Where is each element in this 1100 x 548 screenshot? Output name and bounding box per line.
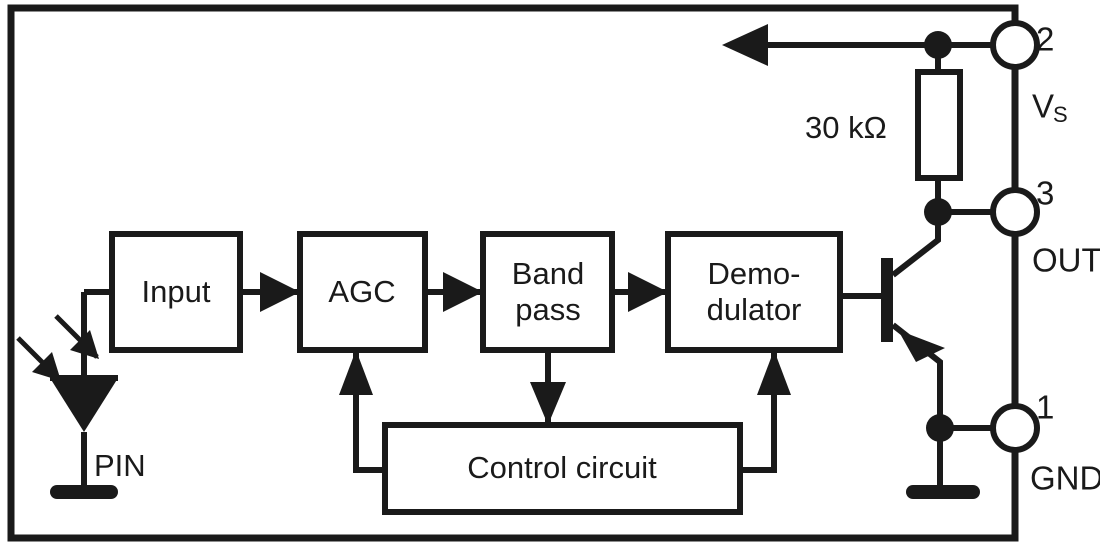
arrowhead-bandpass-to-control-icon bbox=[530, 382, 566, 425]
pin-3-number: 3 bbox=[1036, 175, 1054, 212]
resistor-value-label: 30 kΩ bbox=[805, 110, 887, 145]
photodiode-triangle-icon bbox=[50, 378, 118, 432]
pin-terminal-3[interactable] bbox=[990, 187, 1040, 237]
block-input-label: Input bbox=[142, 274, 211, 309]
block-demodulator-label-line2: dulator bbox=[707, 292, 802, 327]
pin-1-name: GND bbox=[1030, 460, 1100, 497]
pin-3-name: OUT bbox=[1032, 242, 1100, 279]
arrowhead-agc-to-bandpass-icon bbox=[443, 272, 483, 312]
pin-2-name-subscript: S bbox=[1053, 102, 1068, 127]
block-demodulator-label-line1: Demo- bbox=[707, 256, 800, 291]
supply-arrow-icon bbox=[722, 24, 768, 66]
pin-terminal-2[interactable] bbox=[990, 20, 1040, 70]
photodiode-ground-icon bbox=[50, 485, 118, 499]
pin-2-name: V bbox=[1032, 88, 1054, 125]
arrowhead-bandpass-to-demodulator-icon bbox=[628, 272, 668, 312]
photodiode-label: PIN bbox=[94, 448, 146, 483]
block-agc-label: AGC bbox=[328, 274, 395, 309]
transistor-emitter-arrow-icon bbox=[898, 330, 945, 362]
block-agc bbox=[297, 231, 428, 353]
block-bandpass-label-line1: Band bbox=[512, 256, 584, 291]
arrowhead-control-to-agc-icon bbox=[339, 350, 373, 395]
arrowhead-input-to-agc-icon bbox=[260, 272, 300, 312]
block-input bbox=[109, 231, 243, 353]
block-control-circuit-label: Control circuit bbox=[467, 450, 657, 485]
circuit-ground-icon bbox=[906, 485, 980, 499]
arrowhead-control-to-demodulator-icon bbox=[757, 350, 791, 395]
transistor-base-bar-icon bbox=[881, 258, 893, 342]
pin-1-number: 1 bbox=[1036, 389, 1054, 426]
block-demodulator bbox=[665, 231, 843, 353]
package-outline bbox=[7, 4, 1019, 542]
pin-terminal-1[interactable] bbox=[990, 403, 1040, 453]
block-bandpass-label-line2: pass bbox=[515, 292, 580, 327]
pin-2-number: 2 bbox=[1036, 21, 1054, 58]
incident-light-icon bbox=[16, 314, 99, 381]
resistor-30k-body bbox=[915, 69, 963, 181]
